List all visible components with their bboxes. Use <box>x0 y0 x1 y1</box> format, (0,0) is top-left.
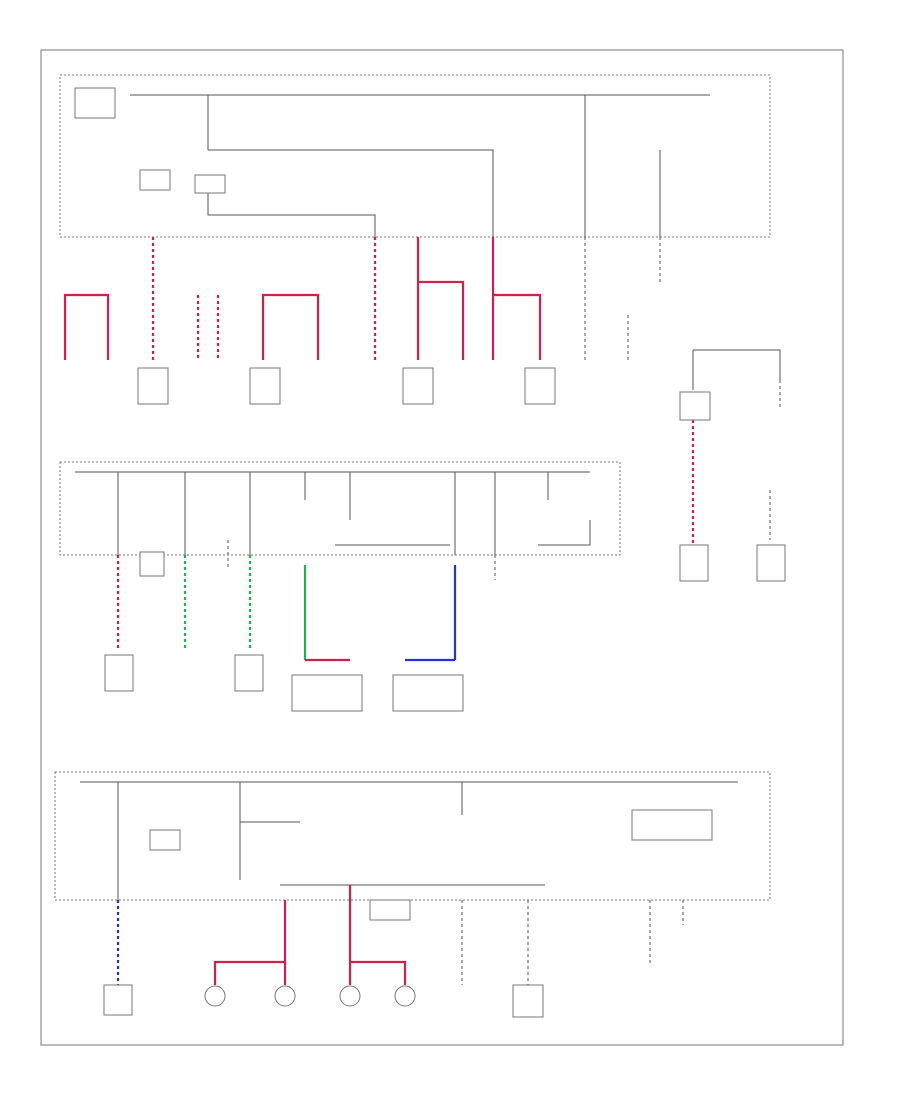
component-box <box>756 544 786 582</box>
bulb-symbol <box>339 985 361 1007</box>
section2-wires <box>116 540 496 662</box>
component-box <box>104 654 134 692</box>
section2-components <box>104 544 786 712</box>
component-box <box>402 367 434 405</box>
bulb-symbol <box>204 985 226 1007</box>
bulb-symbol <box>394 985 416 1007</box>
component-box <box>103 984 133 1016</box>
middle-fuse-box <box>59 461 621 577</box>
component-box <box>249 367 281 405</box>
component-box <box>392 674 464 712</box>
component-box <box>524 367 556 405</box>
component-box <box>137 367 169 405</box>
component-box <box>679 544 709 582</box>
component-box <box>291 674 363 712</box>
top-fuse-box <box>59 74 771 238</box>
component-box <box>512 984 544 1018</box>
component-box <box>234 654 264 692</box>
section3-wires <box>116 885 684 985</box>
section1-wires <box>63 237 781 560</box>
outer-frame <box>40 49 844 1046</box>
section1-components <box>137 367 711 421</box>
bulb-symbol <box>274 985 296 1007</box>
bottom-fuse-box <box>54 771 771 921</box>
section3-components <box>103 984 544 1018</box>
component-box <box>679 391 711 421</box>
